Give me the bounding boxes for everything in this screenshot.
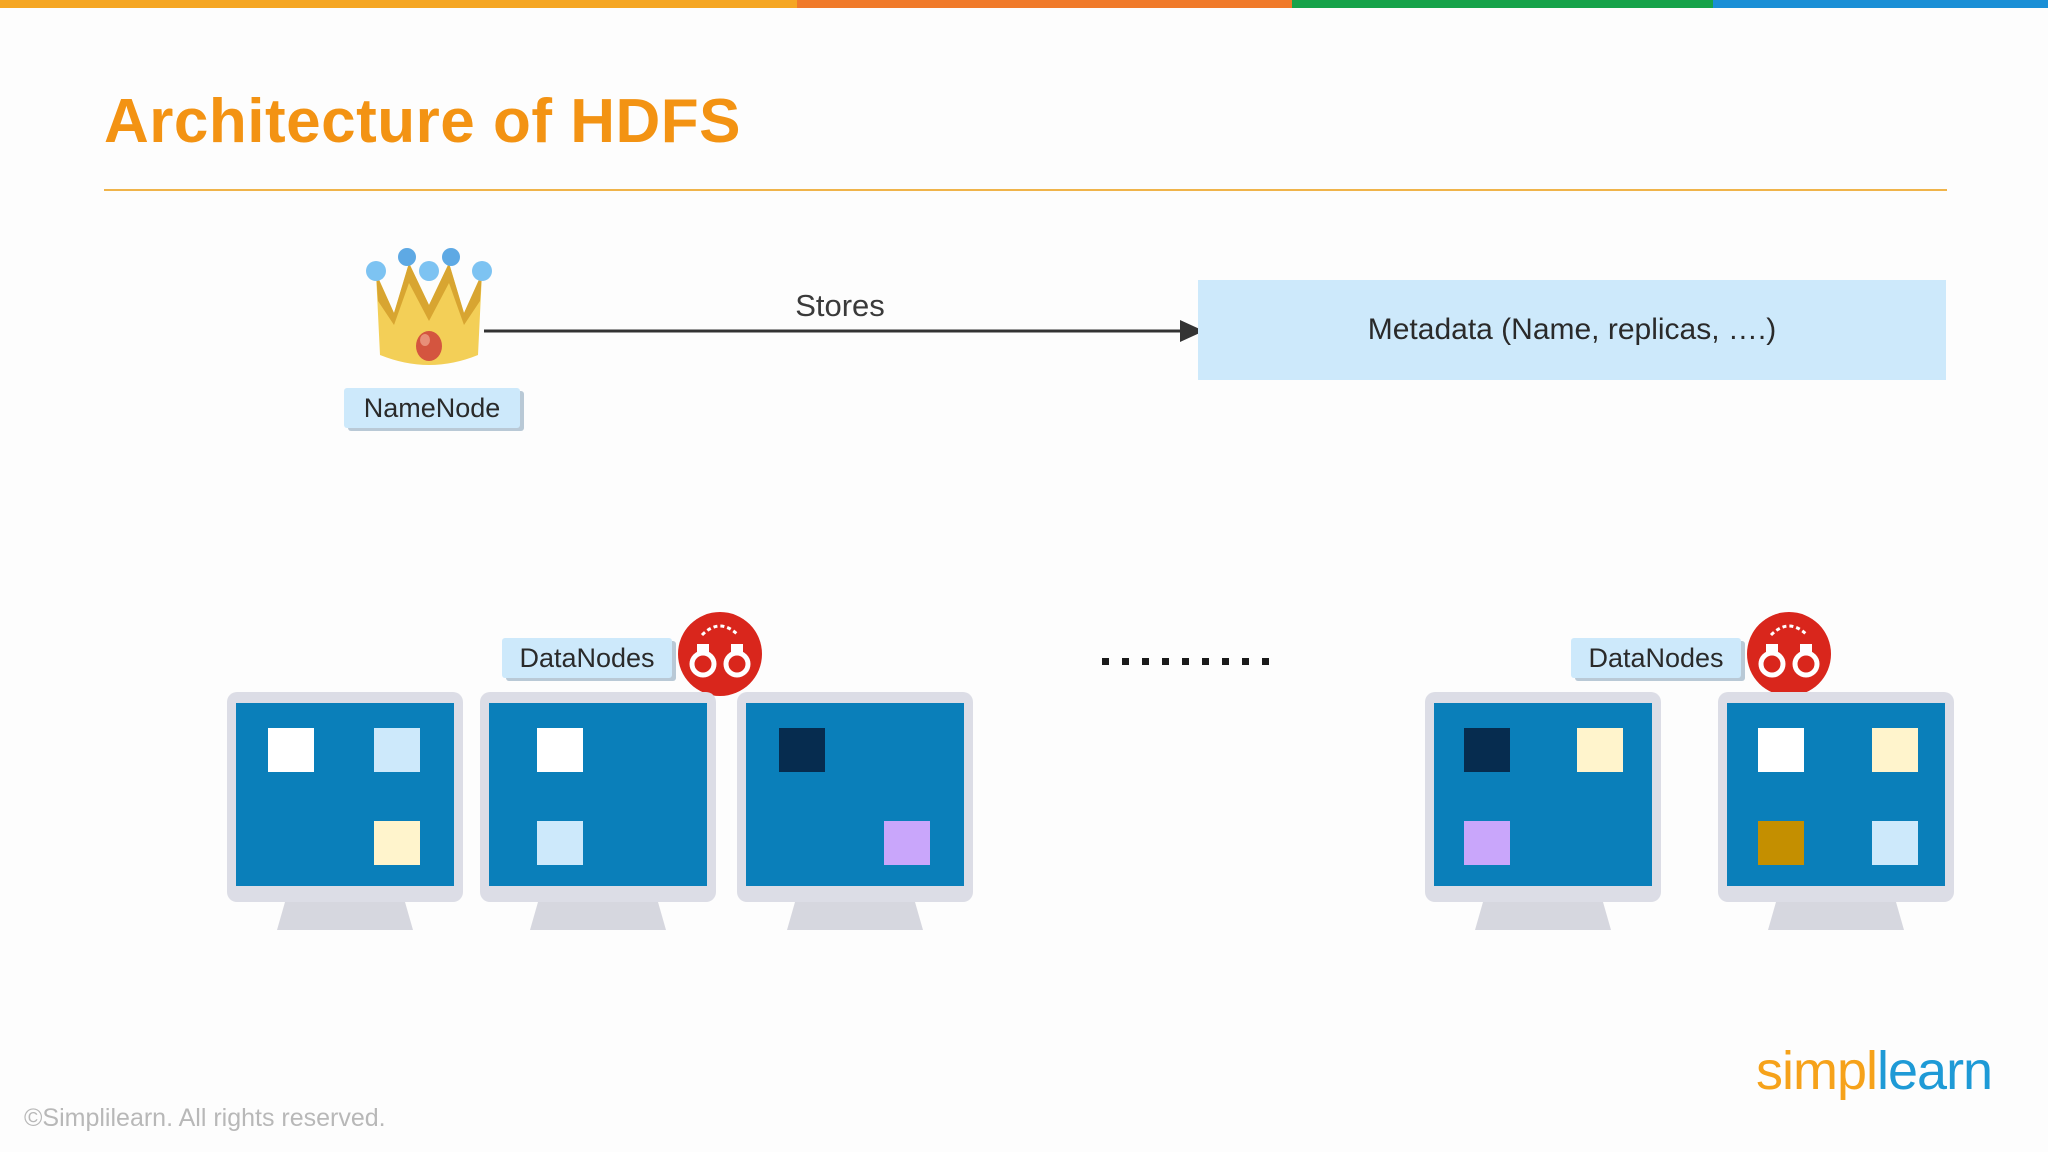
monitor-screen	[489, 703, 707, 886]
data-block	[268, 728, 314, 772]
topbar-segment	[0, 0, 797, 8]
data-block	[1577, 821, 1623, 865]
data-block	[884, 728, 930, 772]
ellipsis-dots	[1102, 658, 1269, 665]
topbar-segment	[1713, 0, 2048, 8]
top-color-bar	[0, 0, 2048, 8]
data-block	[779, 821, 825, 865]
data-block	[1872, 821, 1918, 865]
namenode-label: NameNode	[344, 388, 520, 428]
logo-part2: learn	[1877, 1041, 1993, 1101]
data-block	[1577, 728, 1623, 772]
stores-label: Stores	[795, 288, 885, 323]
monitor-screen	[236, 703, 454, 886]
datanode-computer	[737, 692, 973, 948]
topbar-segment	[797, 0, 1292, 8]
slide-title: Architecture of HDFS	[104, 87, 741, 156]
logo-part1: simpl	[1756, 1041, 1878, 1101]
handcuffs-icon	[678, 612, 762, 696]
data-block	[627, 821, 673, 865]
title-divider	[104, 189, 1947, 191]
data-block	[884, 821, 930, 865]
data-block	[627, 728, 673, 772]
monitor-stand	[1768, 902, 1904, 930]
metadata-box: Metadata (Name, replicas, ….)	[1198, 280, 1946, 380]
datanodes-label: DataNodes	[1571, 638, 1741, 678]
data-block	[374, 821, 420, 865]
copyright-footer: ©Simplilearn. All rights reserved.	[24, 1104, 386, 1132]
stores-arrow	[484, 320, 1204, 342]
data-block	[779, 728, 825, 772]
datanode-computer	[227, 692, 463, 948]
data-block	[1464, 728, 1510, 772]
data-block	[1758, 821, 1804, 865]
monitor-stand	[1475, 902, 1611, 930]
monitor-stand	[787, 902, 923, 930]
data-block	[537, 728, 583, 772]
crown-icon	[366, 248, 492, 365]
datanodes-label: DataNodes	[502, 638, 672, 678]
topbar-segment	[1292, 0, 1713, 8]
handcuffs-icon	[1747, 612, 1831, 696]
monitor-stand	[277, 902, 413, 930]
data-block	[1464, 821, 1510, 865]
datanode-computer	[480, 692, 716, 948]
data-block	[1872, 728, 1918, 772]
datanode-computer	[1718, 692, 1954, 948]
data-block	[537, 821, 583, 865]
data-block	[268, 821, 314, 865]
monitor-screen	[1434, 703, 1652, 886]
simplilearn-logo: simpllearn	[1756, 1040, 1993, 1102]
data-block	[1758, 728, 1804, 772]
monitor-screen	[1727, 703, 1945, 886]
monitor-stand	[530, 902, 666, 930]
datanode-computer	[1425, 692, 1661, 948]
data-block	[374, 728, 420, 772]
monitor-screen	[746, 703, 964, 886]
